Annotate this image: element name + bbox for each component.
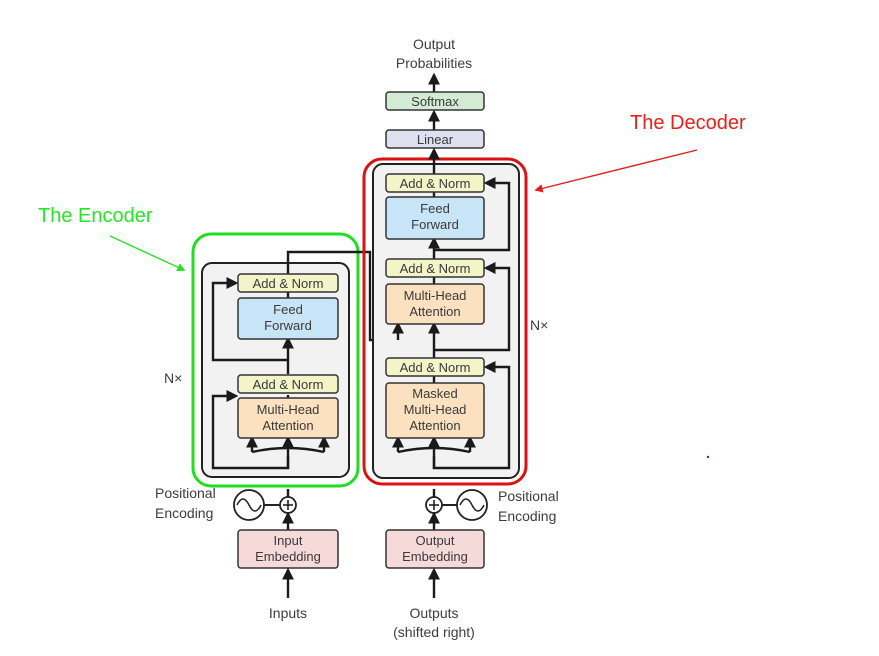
outputs-shifted-label: (shifted right) (393, 624, 475, 640)
encoder-add-norm-top (237, 273, 339, 293)
encoder-feed-forward-label-1: Feed (273, 302, 303, 317)
outputs-label: Outputs (409, 605, 458, 621)
softmax-box (385, 91, 485, 111)
stray-dot (706, 455, 710, 459)
encoder-layer-frame (201, 262, 350, 478)
decoder-masked-attention-label-3: Attention (409, 418, 460, 433)
input-embedding-label-1: Input (274, 533, 303, 548)
output-embedding-label-1: Output (415, 533, 454, 548)
decoder-nx-label: N× (530, 317, 548, 333)
decoder-add-norm-mid (385, 258, 485, 278)
encoder-attention-label-1: Multi-Head (257, 402, 320, 417)
decoder-feed-forward-label-2: Forward (411, 217, 459, 232)
decoder-add-norm-top-label: Add & Norm (400, 176, 471, 191)
encoder-annotation-arrow (109, 235, 186, 272)
decoder-add-norm-bottom (385, 357, 485, 377)
decoder-residual-cross (434, 262, 511, 352)
encoder-highlight-frame (191, 232, 360, 488)
decoder-cross-attention-label-2: Attention (409, 304, 460, 319)
encoder-add-norm-bottom (237, 374, 339, 394)
encoder-feed-forward (237, 297, 339, 340)
linear-label: Linear (417, 132, 454, 147)
encoder-sine-wave-glyph (236, 498, 262, 512)
decoder-positional-label-2: Encoding (498, 508, 556, 524)
encoder-positional-label-2: Encoding (155, 505, 213, 521)
encoder: N× Add & Norm Feed Forward Add & Norm Mu… (155, 232, 466, 621)
encoder-feed-forward-label-2: Forward (264, 318, 312, 333)
decoder-annotation-label: The Decoder (630, 112, 746, 134)
encoder-annotation-label: The Encoder (38, 205, 153, 227)
decoder-add-norm-mid-label: Add & Norm (400, 261, 471, 276)
encoder-add-norm-bottom-label: Add & Norm (253, 377, 324, 392)
decoder-sine-wave-glyph (459, 498, 485, 512)
decoder-masked-attention (385, 382, 485, 439)
input-embedding-label-2: Embedding (255, 549, 321, 564)
inputs-label: Inputs (269, 605, 307, 621)
decoder-residual-ff (434, 177, 511, 252)
output-probabilities-label-1: Output (413, 36, 455, 52)
output-probabilities-label-2: Probabilities (396, 55, 472, 71)
encoder-residual-ff (211, 277, 288, 362)
decoder-cross-attention-label-1: Multi-Head (404, 288, 467, 303)
decoder-positional-label-1: Positional (498, 488, 559, 504)
decoder-cross-attention (385, 283, 485, 325)
decoder-masked-attention-label-2: Multi-Head (404, 402, 467, 417)
encoder-nx-label: N× (164, 370, 182, 386)
decoder-masked-attention-label-1: Masked (412, 386, 458, 401)
output-embedding-label-2: Embedding (402, 549, 468, 564)
decoder: N× Add & Norm Feed Forward Add & Norm Mu… (362, 36, 559, 640)
encoder-multi-head-attention (237, 397, 339, 439)
decoder-highlight-frame (362, 157, 528, 486)
encoder-add-norm-top-label: Add & Norm (253, 276, 324, 291)
encoder-branch-curve (251, 446, 325, 454)
encoder-attention-label-2: Attention (262, 418, 313, 433)
encoder-positional-label-1: Positional (155, 485, 216, 501)
decoder-add-norm-top (385, 173, 485, 193)
decoder-branch-curve (397, 446, 471, 454)
softmax-label: Softmax (411, 94, 459, 109)
linear-box (385, 129, 485, 149)
decoder-annotation-arrow (534, 149, 698, 193)
decoder-add-norm-bottom-label: Add & Norm (400, 360, 471, 375)
decoder-feed-forward (385, 196, 485, 240)
decoder-feed-forward-label-1: Feed (420, 201, 450, 216)
